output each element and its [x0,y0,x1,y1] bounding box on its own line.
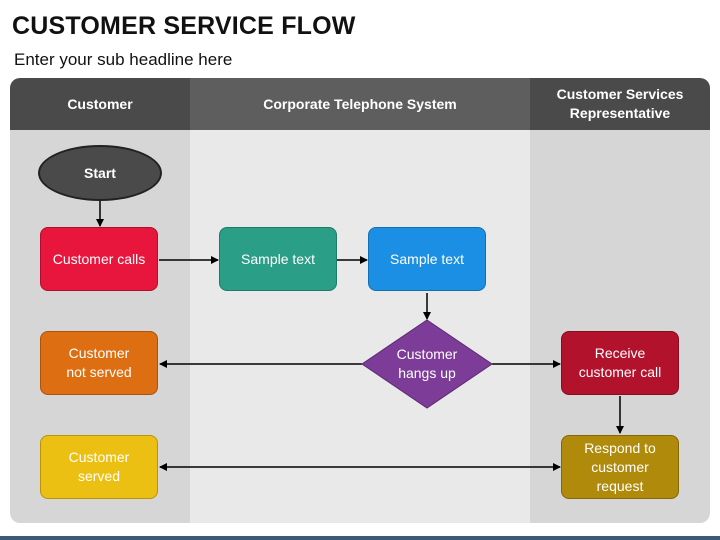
lane-header-telephone-system: Corporate Telephone System [190,78,530,130]
start-node: Start [38,145,162,201]
node-receive-customer-call: Receive customer call [561,331,679,395]
node-customer-hangs-up: Customer hangs up [396,346,458,381]
node-sample-text-2: Sample text [368,227,486,291]
page-title: CUSTOMER SERVICE FLOW [12,12,356,40]
lane-body-telephone-system [190,130,530,523]
node-customer-not-served: Customer not served [40,331,158,395]
page-subtitle: Enter your sub headline here [14,50,233,69]
lane-header-representative: Customer Services Representative [530,78,710,130]
node-sample-text-1: Sample text [219,227,337,291]
node-respond-to-customer-request: Respond to customer request [561,435,679,499]
lane-header-customer: Customer [10,78,190,130]
node-customer-calls: Customer calls [40,227,158,291]
decision-diamond [361,319,493,409]
footer-bar [0,536,720,540]
node-customer-served: Customer served [40,435,158,499]
